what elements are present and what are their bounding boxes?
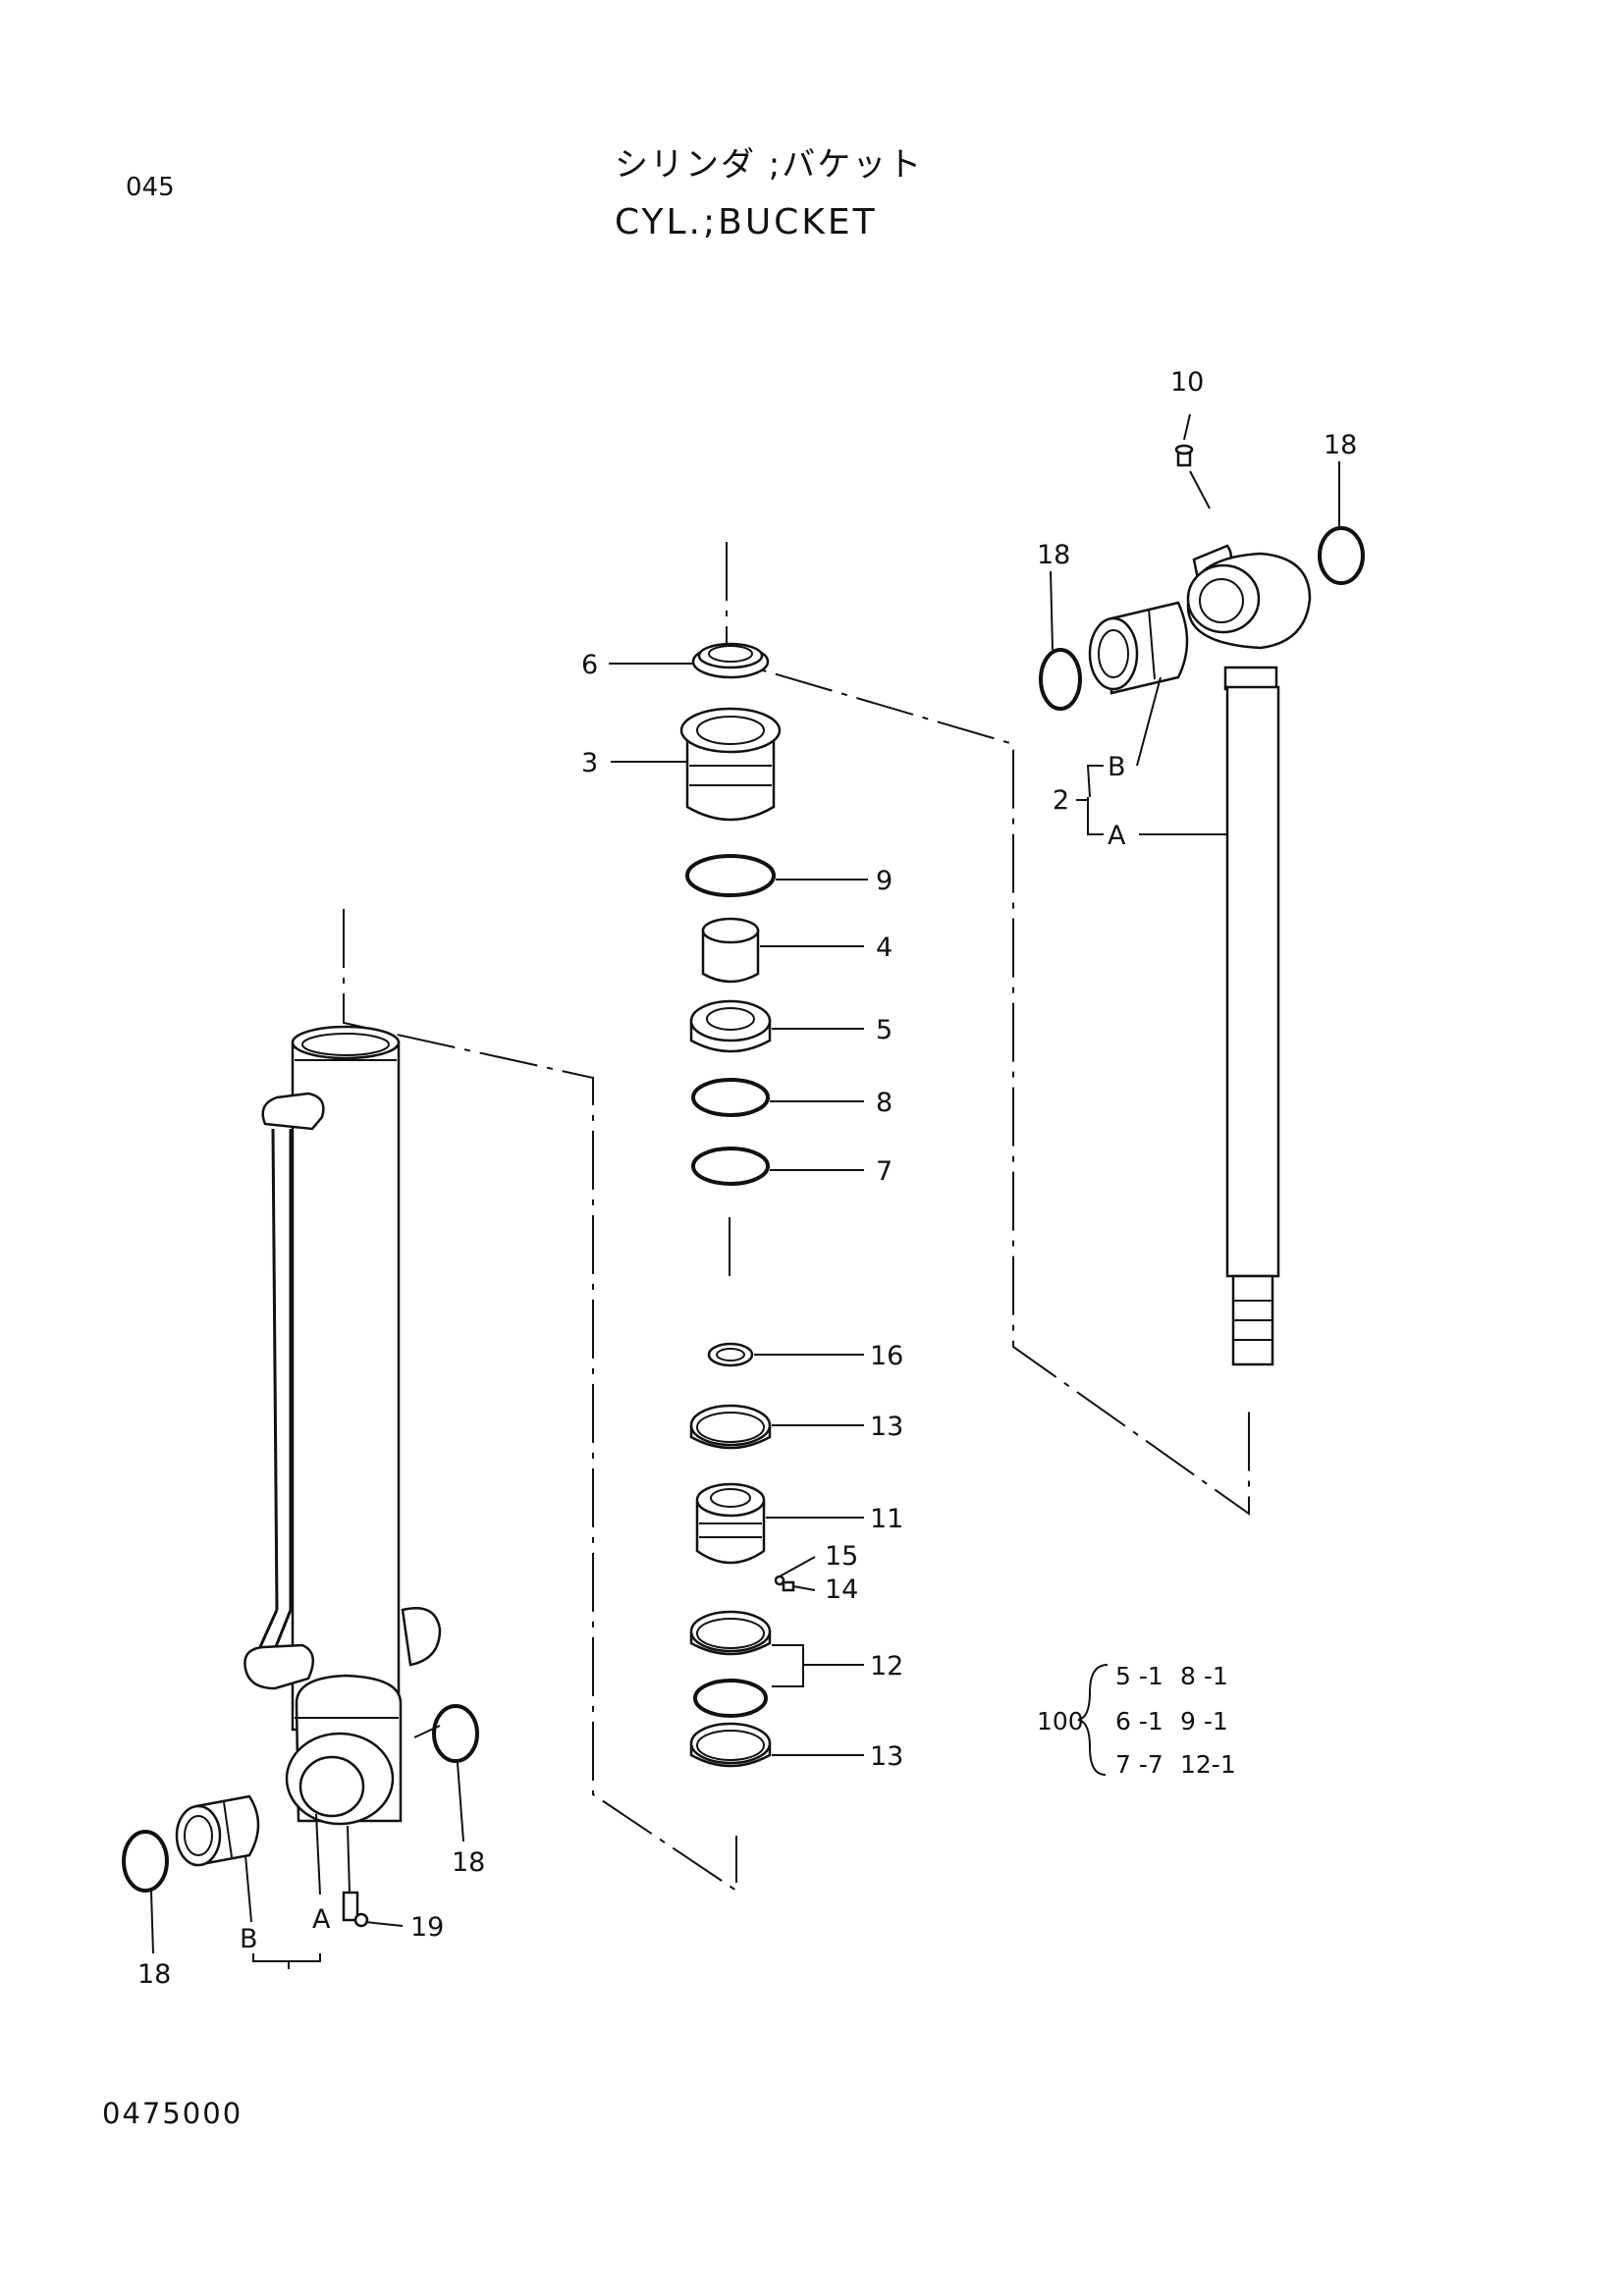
grease-nipple-19 [342, 1891, 369, 1928]
seal-ring-18-top-right [1318, 526, 1365, 585]
grease-nipple-10 [1174, 444, 1194, 467]
callout-13-lower: 13 [870, 1741, 903, 1772]
callout-labels: 10 18 18 6 3 9 4 5 8 7 16 13 11 15 14 12… [137, 367, 1357, 1990]
piston-11 [695, 1482, 766, 1565]
callout-8: 8 [876, 1088, 893, 1118]
title-japanese: シリンダ ;バケット [615, 145, 924, 185]
kit-row-2-a: 6 -1 [1115, 1707, 1163, 1735]
callout-13-upper: 13 [870, 1412, 903, 1442]
seal-ring-18-top-left [1039, 648, 1082, 711]
kit-row-1-b: 8 -1 [1180, 1662, 1228, 1690]
bushing-4 [701, 917, 760, 984]
callout-16: 16 [870, 1341, 903, 1371]
kit-row-2-b: 9 -1 [1180, 1707, 1228, 1735]
callout-9: 9 [876, 866, 893, 896]
seal-ring-18-lower-mid [432, 1704, 479, 1763]
seal-ring-18-lower-left [122, 1830, 169, 1893]
alignment-lines [343, 542, 1250, 1893]
drawing-code: 0475000 [102, 2097, 243, 2130]
callout-10: 10 [1170, 367, 1204, 398]
callout-4: 4 [876, 933, 893, 963]
seal-ring-12-lower [693, 1679, 768, 1718]
o-ring-9 [685, 854, 776, 897]
callout-11: 11 [870, 1504, 903, 1534]
callout-15: 15 [825, 1541, 858, 1572]
wear-ring-13-upper [689, 1404, 772, 1450]
kit-row-3-b: 12-1 [1180, 1750, 1236, 1779]
seal-ring-12-upper [689, 1610, 772, 1656]
callout-7: 7 [876, 1156, 893, 1187]
ring-16 [707, 1342, 754, 1367]
set-screw-15-14 [774, 1575, 795, 1592]
kit-table: 100 5 -1 8 -1 6 -1 9 -1 7 -7 12-1 [1037, 1662, 1236, 1779]
callout-18-lower-mid: 18 [452, 1847, 485, 1878]
bushing-upper [1088, 601, 1189, 695]
kit-row-3-a: 7 -7 [1115, 1750, 1163, 1779]
bushing-left [175, 1794, 260, 1867]
seal-5 [689, 999, 772, 1053]
callout-18-lower-left: 18 [137, 1959, 171, 1990]
callout-19: 19 [410, 1912, 444, 1943]
callout-2: 2 [1053, 785, 1069, 816]
kit-label: 100 [1037, 1707, 1084, 1735]
callout-18-top-left: 18 [1037, 540, 1070, 570]
leader-lines [150, 413, 1340, 1969]
dust-seal-6 [691, 642, 770, 679]
wear-ring-13-lower [689, 1722, 772, 1768]
cylinder-tube [243, 1025, 442, 1826]
page-title: CYL.;BUCKET [615, 202, 878, 242]
page-code: 045 [126, 173, 175, 202]
piston-rod [1186, 544, 1312, 1366]
kit-row-1-a: 5 -1 [1115, 1662, 1163, 1690]
callout-2-b: B [1108, 752, 1126, 782]
callout-6: 6 [581, 650, 598, 680]
o-ring-8 [691, 1078, 770, 1117]
callout-1-a: A [312, 1904, 331, 1935]
callout-12: 12 [870, 1651, 903, 1682]
callout-1-b: B [240, 1924, 258, 1954]
callout-5: 5 [876, 1015, 893, 1045]
cylinder-head-3 [679, 707, 782, 822]
callout-2-a: A [1108, 821, 1126, 851]
callout-18-top-right: 18 [1324, 430, 1357, 460]
callout-14: 14 [825, 1575, 858, 1605]
o-ring-7 [691, 1147, 770, 1186]
callout-3: 3 [581, 748, 598, 778]
